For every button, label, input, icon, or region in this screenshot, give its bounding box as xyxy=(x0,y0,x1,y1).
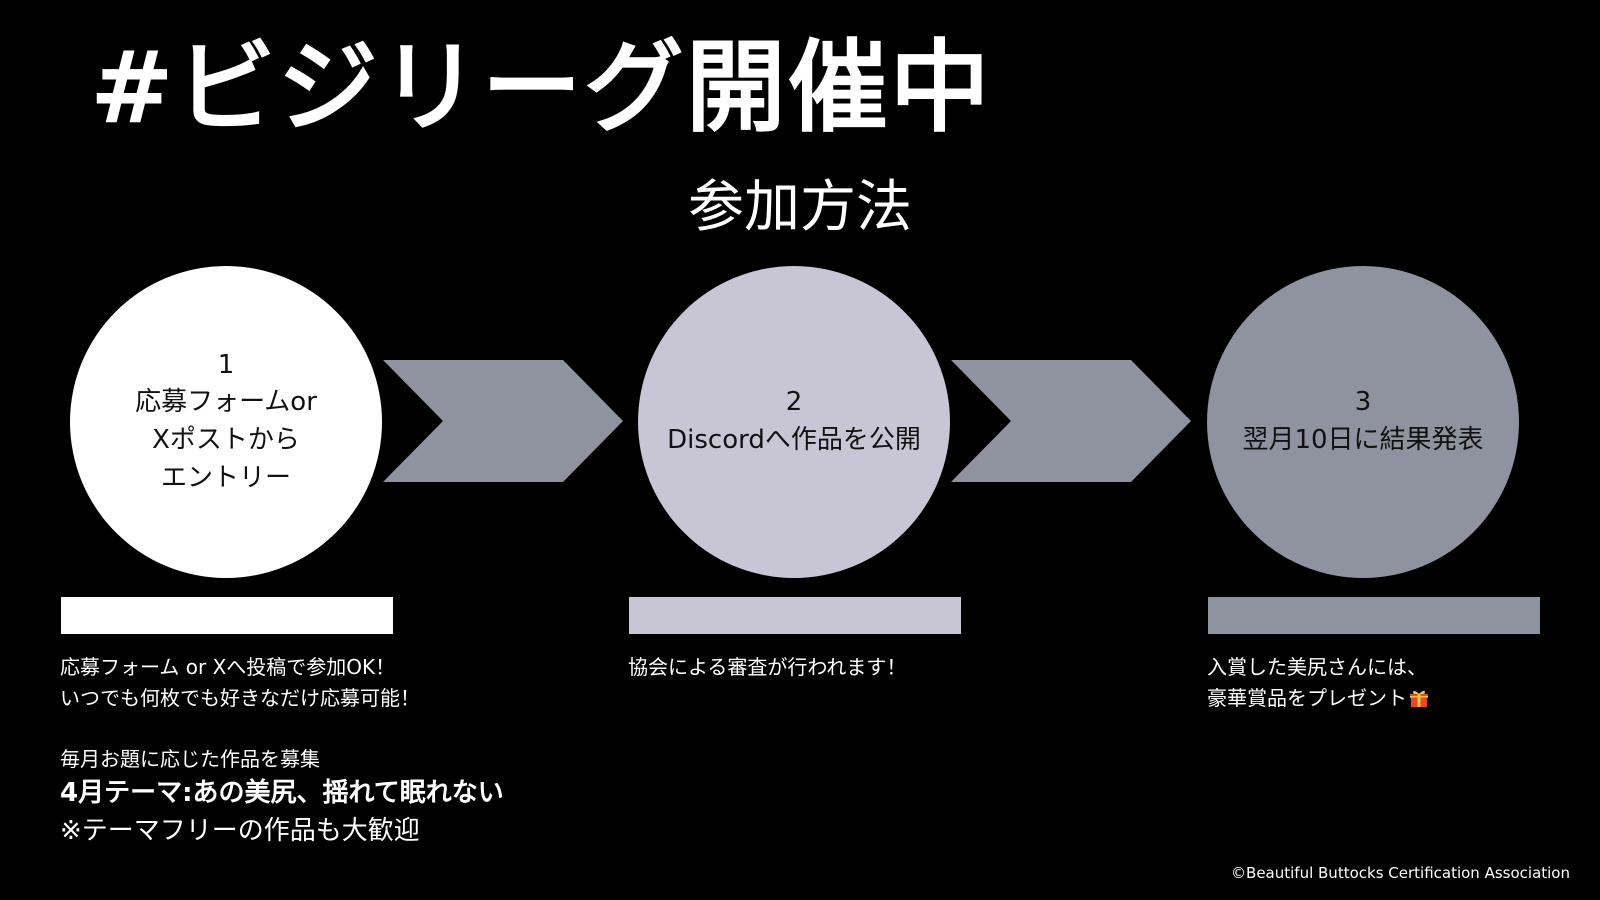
step-1-description-line-2: いつでも何枚でも好きなだけ応募可能！ xyxy=(60,686,420,710)
step-1-circle: 1 応募フォームor Xポストから エントリー xyxy=(70,266,382,578)
step-1-bar xyxy=(61,597,393,634)
step-1-line-2: Xポストから xyxy=(152,425,300,455)
step-3-description-line-2: 豪華賞品をプレゼント xyxy=(1207,683,1429,714)
step-3-line-1: 翌月10日に結果発表 xyxy=(1242,425,1484,455)
step-3-description: 入賞した美尻さんには、 豪華賞品をプレゼント xyxy=(1207,652,1429,714)
copyright: ©Beautiful Buttocks Certification Associ… xyxy=(1231,864,1570,882)
monthly-theme: 4月テーマ:あの美尻、揺れて眠れない xyxy=(60,778,504,808)
step-2-number: 2 xyxy=(785,387,803,418)
step-3-number: 3 xyxy=(1354,387,1372,418)
step-2-description-line-1: 協会による審査が行われます！ xyxy=(628,655,907,679)
chevron-right-icon xyxy=(383,360,623,482)
step-1-description-line-1: 応募フォーム or Xへ投稿で参加OK！ xyxy=(60,655,396,679)
step-1-line-1: 応募フォームor xyxy=(135,387,317,418)
step-1-number: 1 xyxy=(217,349,235,380)
page-title: #ビジリーグ開催中 xyxy=(90,29,992,146)
monthly-intro: 毎月お題に応じた作品を募集 xyxy=(60,747,320,771)
step-1-description: 応募フォーム or Xへ投稿で参加OK！ いつでも何枚でも好きなだけ応募可能！ xyxy=(60,652,420,714)
step-3-circle: 3 翌月10日に結果発表 xyxy=(1207,266,1519,578)
section-subtitle: 参加方法 xyxy=(688,175,912,240)
step-3-bar xyxy=(1208,597,1540,634)
monthly-theme-block: 毎月お題に応じた作品を募集 4月テーマ:あの美尻、揺れて眠れない ※テーマフリー… xyxy=(60,744,504,850)
gift-icon xyxy=(1410,690,1428,707)
step-3-description-line-1: 入賞した美尻さんには、 xyxy=(1207,655,1427,679)
step-1-line-3: エントリー xyxy=(160,462,291,493)
step-2-bar xyxy=(629,597,961,634)
step-2-description: 協会による審査が行われます！ xyxy=(628,652,906,683)
step-2-circle: 2 Discordへ作品を公開 xyxy=(638,266,950,578)
chevron-right-icon xyxy=(951,360,1191,482)
monthly-free-note: ※テーマフリーの作品も大歓迎 xyxy=(60,816,420,846)
step-2-line-1: Discordへ作品を公開 xyxy=(667,425,921,455)
